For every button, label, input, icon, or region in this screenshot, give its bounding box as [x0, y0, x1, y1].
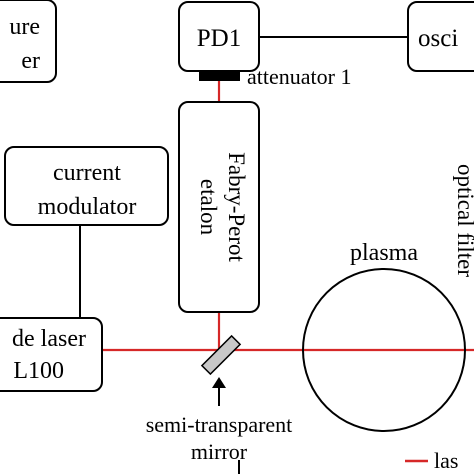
- attenuator-label: attenuator 1: [247, 64, 351, 89]
- plasma-chamber: [302, 268, 466, 432]
- temperature-controller-box: [0, 0, 57, 83]
- mirror-arrow: [212, 377, 226, 406]
- diode-laser-label-1: de laser: [12, 326, 86, 352]
- plasma-label: plasma: [350, 240, 418, 266]
- fabry-perot-etalon-box: [178, 101, 260, 313]
- optical-filter-label: optical filter: [453, 164, 474, 277]
- laser-beam: [102, 72, 474, 352]
- temperature-controller-label-2: er: [21, 48, 40, 74]
- attenuator-mark: [199, 71, 240, 81]
- current-modulator-box: [4, 146, 169, 226]
- fabry-perot-label-2: etalon: [196, 179, 221, 236]
- legend-laser: las: [405, 448, 458, 473]
- current-modulator-label-1: current: [53, 160, 121, 186]
- semi-transparent-mirror: [200, 334, 242, 376]
- current-modulator-label-2: modulator: [38, 194, 137, 220]
- oscilloscope-label: osci: [418, 25, 458, 52]
- fabry-perot-label-1: Fabry-Perot: [224, 152, 249, 262]
- diode-laser-label-2: L100: [13, 358, 64, 384]
- diode-laser-box: [0, 317, 103, 392]
- legend-laser-label: las: [434, 448, 458, 473]
- pd1-label: PD1: [197, 25, 241, 52]
- mirror-label-2: mirror: [191, 439, 248, 464]
- temperature-controller-label-1: ure: [9, 14, 40, 40]
- mirror-label-1: semi-transparent: [146, 412, 293, 437]
- oscilloscope-box: [407, 1, 474, 72]
